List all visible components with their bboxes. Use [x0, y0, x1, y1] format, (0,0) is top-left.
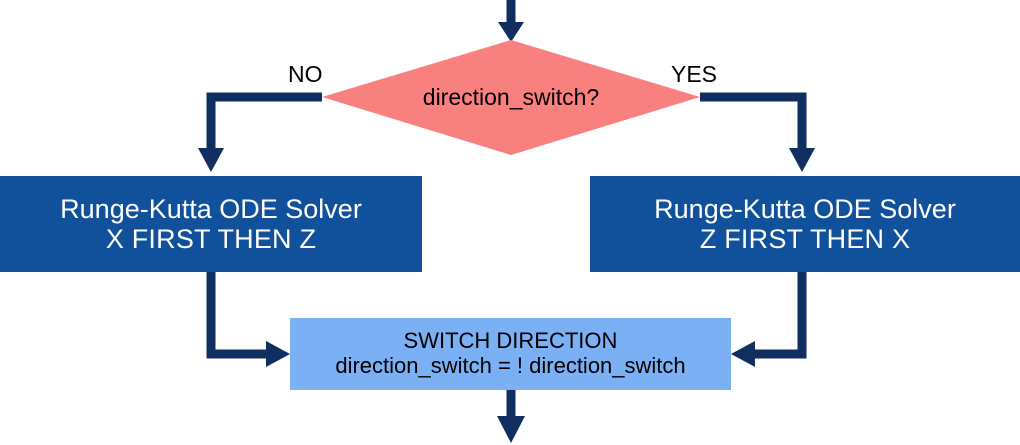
edge-left-join [206, 272, 290, 367]
process-box-solver-right [590, 176, 1020, 272]
edge-label-no: NO [288, 61, 323, 87]
process-box-solver-left [0, 176, 422, 272]
process-box-switch-direction [290, 318, 731, 390]
edge-label-yes: YES [671, 61, 718, 87]
edge-entry [498, 0, 524, 42]
edge-branch-yes [700, 92, 815, 172]
edge-right-join [731, 272, 807, 367]
edge-branch-no [198, 92, 322, 172]
edge-exit [497, 390, 525, 443]
decision-diamond [322, 40, 700, 155]
